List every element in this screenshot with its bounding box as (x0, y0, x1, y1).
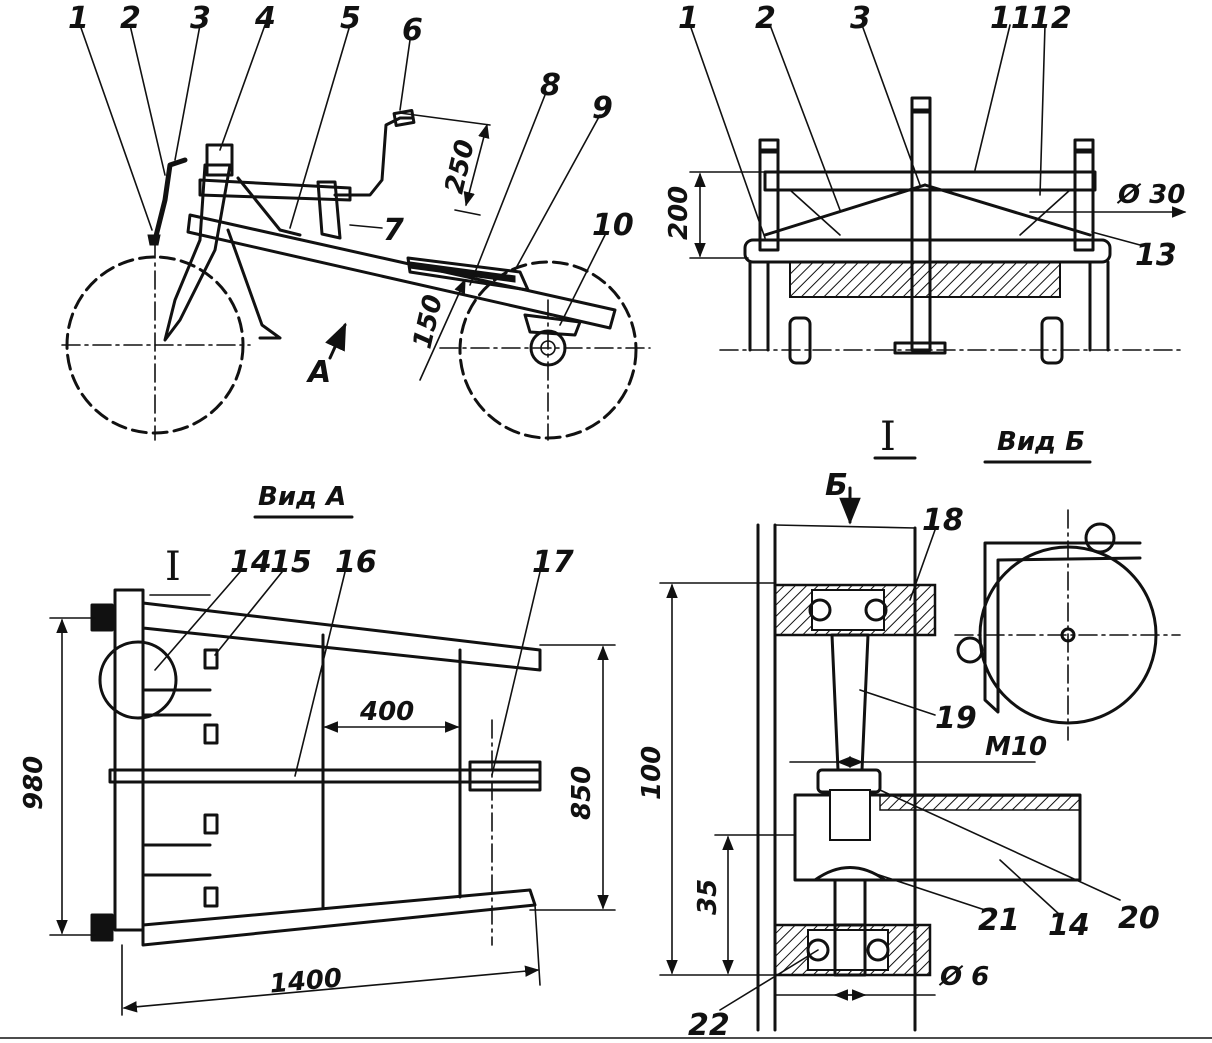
dim-200: 200 (664, 186, 694, 240)
part-label: 21 (978, 903, 1020, 938)
dim-35: 35 (693, 879, 723, 915)
detail-mark: I (880, 414, 896, 460)
seat-support (316, 180, 342, 240)
part-label: 4 (254, 1, 276, 36)
lower-rail (141, 888, 537, 947)
part-label: 5 (340, 1, 361, 36)
nut (816, 768, 882, 794)
dim-250: 250 (440, 137, 481, 197)
view-b-title: Вид Б (997, 427, 1085, 457)
control-lever (152, 157, 188, 243)
part-label: 6 (402, 13, 423, 48)
part-label: 22 (688, 1008, 730, 1043)
dim-150: 150 (408, 292, 449, 352)
part-label: 1 (68, 1, 89, 36)
view-a-label: A (306, 355, 331, 390)
upper-rail (141, 601, 542, 672)
dim-850: 850 (567, 766, 597, 820)
steering-bar (333, 116, 414, 197)
part-label: 20 (1118, 901, 1160, 936)
view-a-arrow (325, 322, 347, 360)
part-label: 11 (990, 1, 1032, 36)
steering-head (205, 143, 234, 177)
shaft (830, 633, 870, 772)
part-label: 14 (230, 545, 272, 580)
part-label: 12 (1030, 1, 1072, 36)
dim-1400: 1400 (269, 963, 344, 999)
rear-axle-housing (743, 238, 1112, 264)
dim-dia30: Ø 30 (1116, 180, 1185, 210)
part-label: 17 (532, 545, 574, 580)
rear-view: 1 2 3 11 12 13 200 Ø 30 (664, 1, 1187, 365)
washer (813, 866, 887, 882)
part-label: 7 (383, 213, 404, 248)
dim-980: 980 (19, 756, 49, 810)
part-label: 19 (935, 701, 977, 736)
dim-400: 400 (359, 697, 414, 727)
dim-dia6: Ø 6 (938, 962, 989, 992)
front-beam (113, 588, 145, 932)
view-a-title: Вид А (258, 482, 346, 512)
part-label: 16 (335, 545, 377, 580)
part-label: 9 (592, 91, 613, 126)
part-label: 18 (922, 503, 964, 538)
detail-i-circle (98, 640, 178, 720)
part-label: 8 (540, 68, 561, 103)
detail-mark: I (165, 544, 181, 590)
part-label: 3 (850, 1, 871, 36)
view-b-arrow-label: Б (825, 468, 848, 503)
part-label: 2 (755, 1, 776, 36)
front-fork (163, 163, 232, 342)
part-label: 3 (190, 1, 211, 36)
detail-view: I Вид Б Б (637, 414, 1181, 1043)
seat (406, 256, 530, 292)
axle (108, 768, 542, 784)
rear-leg (226, 228, 282, 340)
dim-m10: M10 (985, 732, 1047, 762)
side-view: 1 2 3 4 5 6 7 8 9 10 250 150 A (61, 1, 651, 441)
part-label: 14 (1048, 908, 1090, 943)
rear-bracket (523, 313, 582, 337)
plan-view: Вид А I (19, 482, 616, 1016)
roller (789, 261, 1061, 298)
part-label: 2 (120, 1, 141, 36)
part-label: 15 (270, 545, 312, 580)
part-label: 10 (592, 208, 634, 243)
part-label: 13 (1135, 238, 1177, 273)
top-tube (198, 178, 352, 202)
part-label: 1 (678, 1, 699, 36)
angle-bracket (983, 541, 1142, 714)
beam-14 (793, 793, 1082, 882)
dim-100: 100 (637, 746, 667, 800)
